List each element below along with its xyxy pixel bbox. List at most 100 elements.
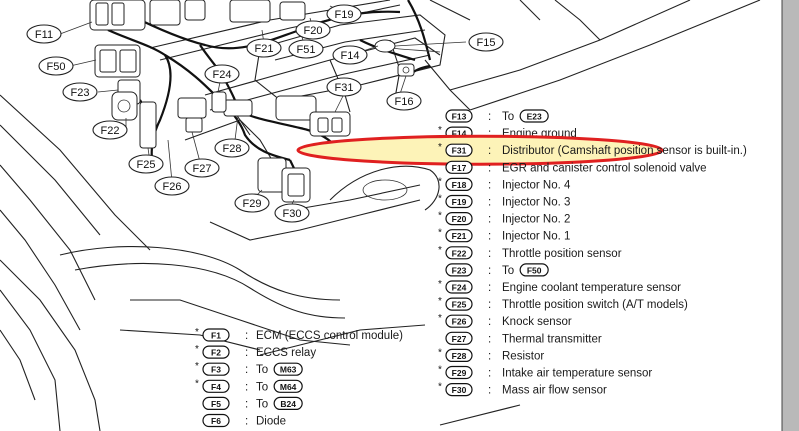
legend-left: * F1: ECM (ECCS control module) * F2: ECCS re… (195, 327, 403, 428)
legend-description: EGR and canister control solenoid valve (502, 162, 707, 174)
callout-label: F31 (335, 82, 354, 94)
star-mark: * (438, 176, 442, 187)
callout-f51: F51 (288, 39, 324, 59)
callout-f14: F14 (332, 45, 368, 65)
legend-row-f31: *F31:Distributor (Camshaft position sens… (296, 134, 747, 166)
legend-row-f13: F13: To E23 (445, 109, 549, 123)
code-label: F24 (452, 283, 467, 293)
legend-description: Knock sensor (502, 316, 572, 328)
code-label: F21 (452, 231, 467, 241)
callout-f24: F24 (204, 64, 240, 84)
legend-row-f18: * F18: Injector No. 4 (438, 176, 571, 191)
callout-f19: F19 (326, 4, 362, 24)
legend-description: ECCS relay (256, 347, 316, 359)
star-mark: * (438, 279, 442, 290)
callout-label: F24 (213, 69, 232, 81)
code-label: F19 (452, 197, 467, 207)
star-mark: * (195, 327, 199, 338)
callout-f50: F50 (38, 56, 74, 76)
legend-row-f20: *F20:Injector No. 2 (438, 211, 570, 226)
code-label: F28 (452, 351, 467, 361)
legend-row-f19: *F19:Injector No. 3 (438, 194, 570, 209)
callout-f22: F22 (92, 120, 128, 140)
legend-description: Injector No. 2 (502, 214, 570, 226)
legend-row-f2: * F2: ECCS relay (195, 344, 316, 359)
code-label: F3 (211, 365, 221, 375)
legend-description: Throttle position sensor (502, 248, 622, 260)
separator: : (488, 248, 491, 260)
callout-f15: F15 (468, 32, 504, 52)
code-label: F14 (452, 129, 467, 139)
callout-label: F23 (71, 87, 90, 99)
separator: : (245, 398, 248, 410)
code-label: F13 (452, 112, 467, 122)
callout-label: F19 (335, 9, 354, 21)
legend-description: To (256, 381, 268, 393)
star-mark: * (438, 347, 442, 358)
separator: : (488, 111, 491, 123)
callout-f20: F20 (295, 20, 331, 40)
legend-description: Intake air temperature sensor (502, 368, 652, 380)
star-mark: * (195, 344, 199, 355)
code-label: F6 (211, 416, 221, 426)
code-label: F18 (452, 180, 467, 190)
star-mark: * (195, 361, 199, 372)
star-mark: * (438, 313, 442, 324)
separator: : (488, 197, 491, 209)
code-label: F2 (211, 348, 221, 358)
code-label: E23 (527, 112, 542, 122)
separator: : (488, 128, 491, 140)
callout-label: F22 (101, 125, 120, 137)
legend-description: ECM (ECCS control module) (256, 330, 403, 342)
legend-description: Thermal transmitter (502, 333, 602, 345)
legend-row-f30: *F30:Mass air flow sensor (438, 382, 607, 397)
callout-label: F28 (223, 143, 242, 155)
code-label: F1 (211, 331, 221, 341)
legend-row-f26: *F26:Knock sensor (438, 313, 572, 328)
code-label: F25 (452, 300, 467, 310)
separator: : (488, 350, 491, 362)
legend-description: Injector No. 4 (502, 179, 571, 191)
callout-f11: F11 (26, 24, 62, 44)
legend-description: Engine coolant temperature sensor (502, 282, 681, 294)
callout-f30: F30 (274, 203, 310, 223)
legend-description: Injector No. 1 (502, 231, 570, 243)
separator: : (488, 179, 491, 191)
callout-label: F14 (341, 50, 360, 62)
callout-label: F15 (477, 37, 496, 49)
legend-description: Diode (256, 416, 286, 428)
callout-f23: F23 (62, 82, 98, 102)
callout-label: F25 (137, 159, 156, 171)
code-label: F22 (452, 248, 467, 258)
legend-description: To (502, 111, 514, 123)
separator: : (245, 330, 248, 342)
legend-description: Distributor (Camshaft position sensor is… (502, 145, 747, 157)
code-label: F50 (527, 265, 542, 275)
legend-description: To (256, 364, 268, 376)
code-label: M63 (280, 365, 297, 375)
separator: : (488, 214, 491, 226)
legend-description: Injector No. 3 (502, 197, 570, 209)
star-mark: * (438, 296, 442, 307)
separator: : (245, 381, 248, 393)
code-label: B24 (280, 399, 296, 409)
callout-label: F27 (193, 163, 212, 175)
star-mark: * (438, 125, 442, 136)
separator: : (245, 347, 248, 359)
star-mark: * (438, 245, 442, 256)
legend-row-f28: *F28:Resistor (438, 347, 544, 362)
code-label: F31 (452, 146, 467, 156)
code-label: F20 (452, 214, 467, 224)
separator: : (488, 333, 491, 345)
callout-f16: F16 (386, 91, 422, 111)
callout-label: F16 (395, 96, 414, 108)
star-mark: * (438, 142, 442, 153)
callout-label: F50 (47, 61, 66, 73)
code-label: M64 (280, 382, 297, 392)
